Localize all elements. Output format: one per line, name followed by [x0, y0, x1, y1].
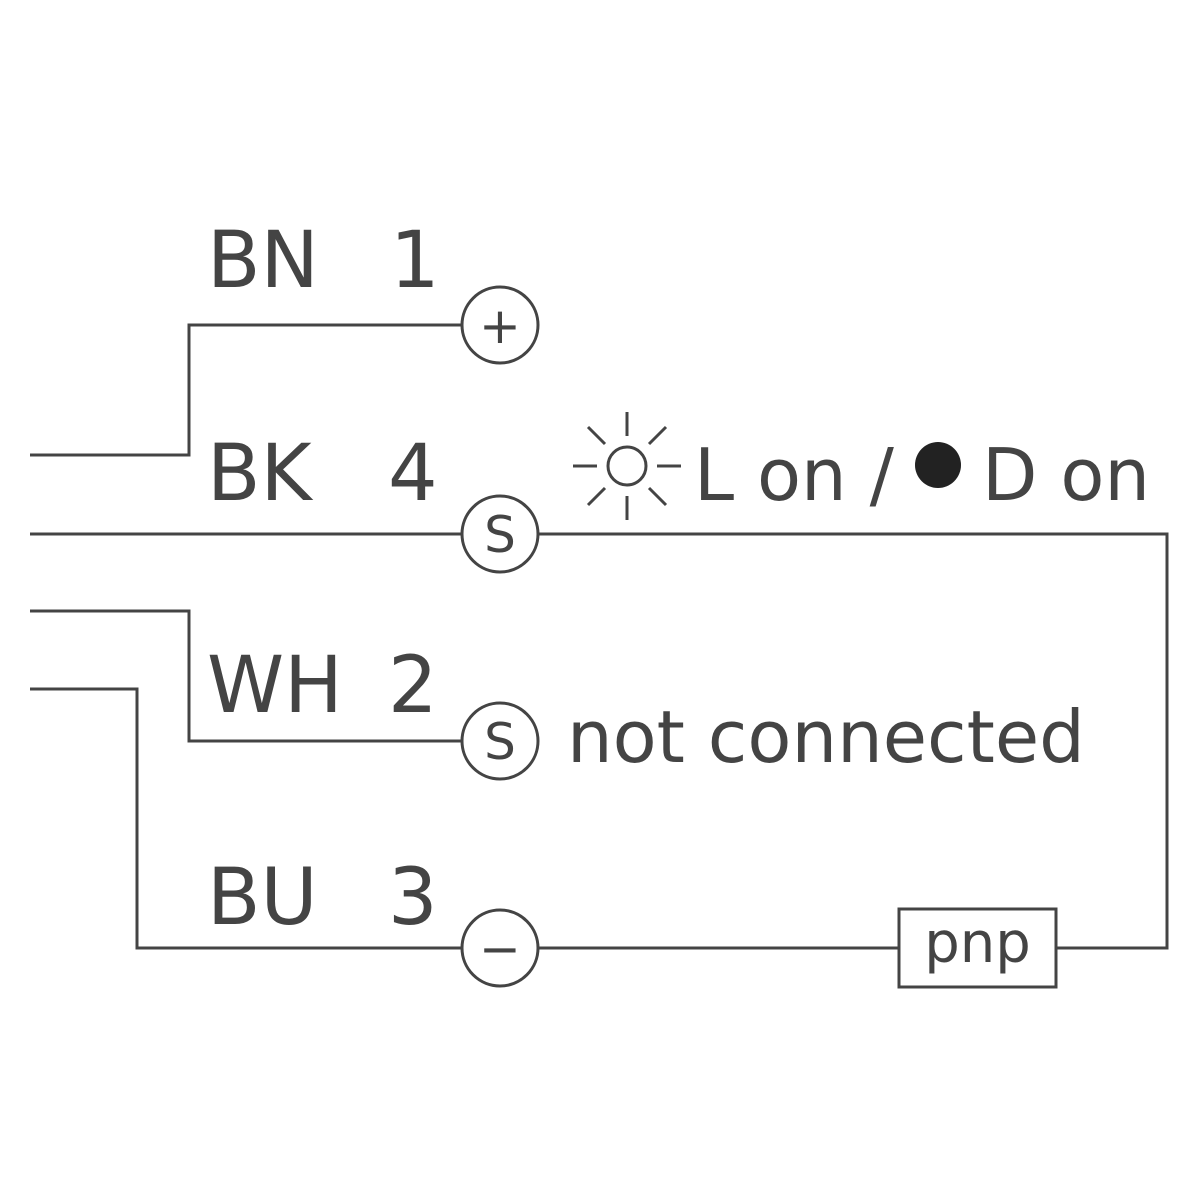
pin-number-4: 4	[388, 429, 438, 519]
light-on-label: L on /	[694, 433, 895, 517]
wire-color-bk: BK	[207, 429, 314, 519]
pin-number-3: 3	[388, 853, 438, 943]
wire-color-bn: BN	[207, 216, 319, 306]
not-connected-note: not connected	[567, 695, 1085, 779]
terminal-minus-symbol: −	[479, 920, 521, 978]
brown-wire	[30, 323, 462, 457]
terminal-switch-bk: S	[460, 494, 540, 574]
wire-color-bu: BU	[207, 853, 318, 943]
pnp-label: pnp	[924, 911, 1031, 976]
pnp-output-box	[897, 907, 1058, 989]
white-wire	[30, 609, 462, 743]
terminal-bk-symbol: S	[484, 506, 516, 564]
sun-icon	[573, 412, 681, 520]
terminal-plus: +	[460, 285, 540, 365]
filled-dot-icon	[915, 442, 961, 488]
terminal-minus: −	[460, 908, 540, 988]
terminal-plus-symbol: +	[479, 297, 521, 355]
black-output-line	[539, 532, 1169, 950]
terminal-wh-symbol: S	[484, 713, 516, 771]
terminal-switch-wh: S	[460, 701, 540, 781]
blue-wire	[30, 687, 462, 950]
pin-number-1: 1	[390, 216, 440, 306]
pin-number-2: 2	[388, 641, 438, 731]
wire-color-wh: WH	[207, 641, 343, 731]
dark-on-label: D on	[982, 433, 1150, 517]
